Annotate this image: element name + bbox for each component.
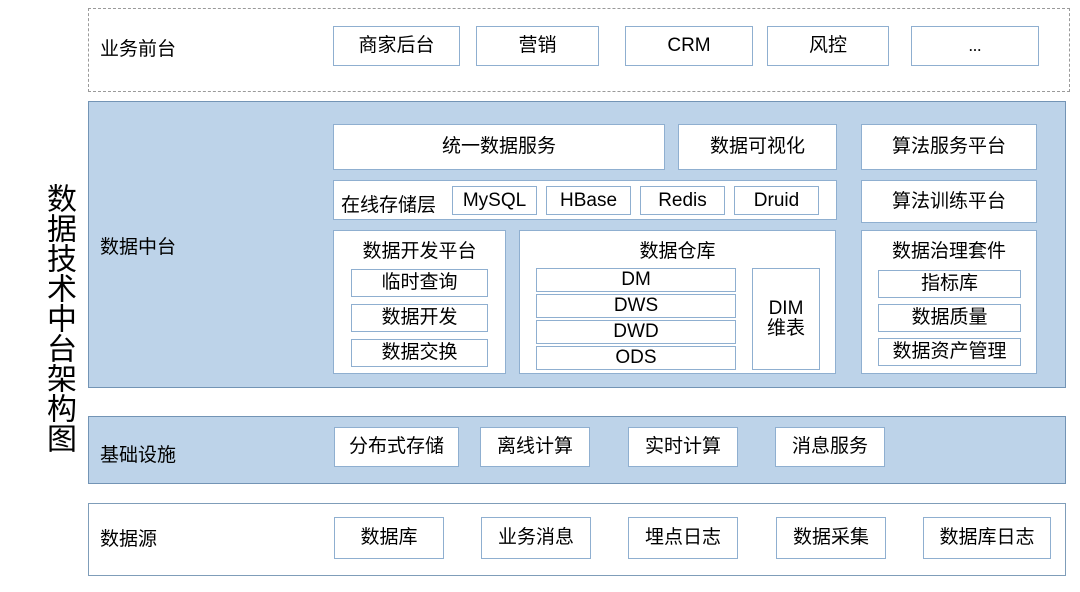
dev-item-ad-hoc-query[interactable]: 临时查询: [351, 269, 488, 297]
box-algorithm-training-platform[interactable]: 算法训练平台: [861, 180, 1037, 223]
row-label-business-front: 业务前台: [100, 39, 177, 60]
row-label-data-middle-platform: 数据中台: [100, 237, 177, 258]
dev-item-data-exchange[interactable]: 数据交换: [351, 339, 488, 367]
front-item-more[interactable]: ...: [911, 26, 1039, 66]
warehouse-layer-ods[interactable]: ODS: [536, 346, 736, 370]
diagram-vertical-title: 数据技术中台架构图: [42, 183, 75, 453]
online-storage-label: 在线存储层: [341, 195, 437, 216]
warehouse-layer-dws[interactable]: DWS: [536, 294, 736, 318]
storage-engine-druid[interactable]: Druid: [734, 186, 819, 215]
source-item-tracking-log[interactable]: 埋点日志: [628, 517, 738, 559]
box-data-visualization[interactable]: 数据可视化: [678, 124, 837, 170]
dim-label-line1: DIM: [768, 298, 804, 320]
governance-item-metric-store[interactable]: 指标库: [878, 270, 1021, 298]
row-label-infrastructure: 基础设施: [100, 445, 177, 466]
source-item-database[interactable]: 数据库: [334, 517, 444, 559]
front-item-marketing[interactable]: 营销: [476, 26, 599, 66]
infra-item-offline-computing[interactable]: 离线计算: [480, 427, 590, 467]
front-item-crm[interactable]: CRM: [625, 26, 753, 66]
warehouse-layer-dm[interactable]: DM: [536, 268, 736, 292]
governance-item-data-asset-management[interactable]: 数据资产管理: [878, 338, 1021, 366]
data-warehouse-title: 数据仓库: [639, 241, 716, 262]
source-item-database-log[interactable]: 数据库日志: [923, 517, 1051, 559]
dev-item-data-development[interactable]: 数据开发: [351, 304, 488, 332]
governance-item-data-quality[interactable]: 数据质量: [878, 304, 1021, 332]
data-governance-title: 数据治理套件: [891, 241, 1006, 262]
front-item-risk-control[interactable]: 风控: [767, 26, 889, 66]
infra-item-realtime-computing[interactable]: 实时计算: [628, 427, 738, 467]
data-dev-platform-title: 数据开发平台: [362, 241, 477, 262]
warehouse-layer-dwd[interactable]: DWD: [536, 320, 736, 344]
dim-label-line2: 维表: [766, 318, 805, 339]
infra-item-distributed-storage[interactable]: 分布式存储: [334, 427, 459, 467]
band-data-source: [88, 503, 1066, 576]
infra-item-message-service[interactable]: 消息服务: [775, 427, 885, 467]
warehouse-dim-table[interactable]: DIM 维表: [752, 268, 820, 370]
box-algorithm-service-platform[interactable]: 算法服务平台: [861, 124, 1037, 170]
box-unified-data-service[interactable]: 统一数据服务: [333, 124, 665, 170]
source-item-data-collection[interactable]: 数据采集: [776, 517, 886, 559]
source-item-business-message[interactable]: 业务消息: [481, 517, 591, 559]
storage-engine-hbase[interactable]: HBase: [546, 186, 631, 215]
row-label-data-source: 数据源: [100, 529, 158, 550]
front-item-merchant-backend[interactable]: 商家后台: [333, 26, 460, 66]
storage-engine-redis[interactable]: Redis: [640, 186, 725, 215]
storage-engine-mysql[interactable]: MySQL: [452, 186, 537, 215]
